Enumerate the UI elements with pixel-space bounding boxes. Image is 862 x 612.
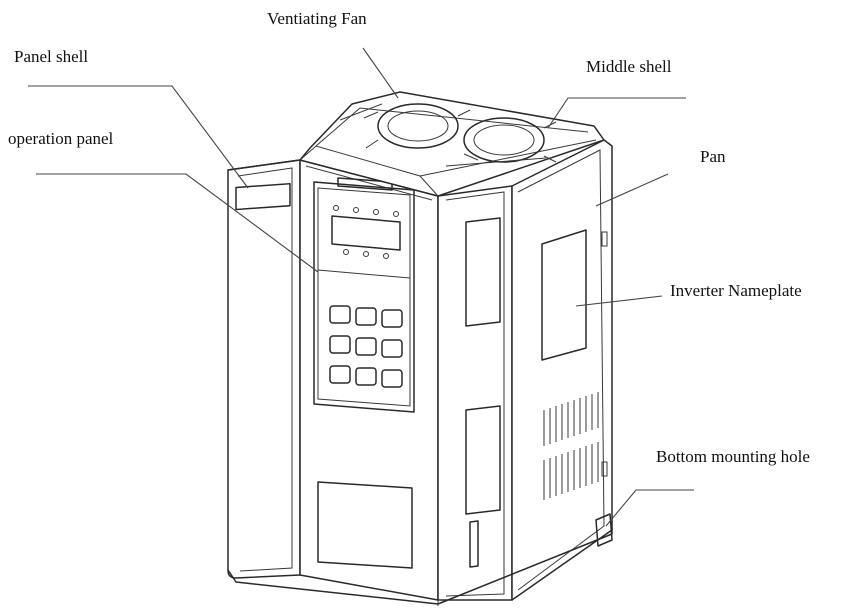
bottom-base <box>227 513 613 606</box>
leader-ventilating-fan <box>362 47 399 99</box>
label-inverter-nameplate: Inverter Nameplate <box>670 281 802 300</box>
leader-middle-shell <box>547 97 686 129</box>
label-panel-shell: Panel shell <box>14 47 88 66</box>
operation-panel-part <box>313 177 415 413</box>
label-operation-panel: operation panel <box>8 129 114 148</box>
inverter-nameplate-part <box>541 229 587 361</box>
leader-inverter-nameplate <box>575 295 663 307</box>
leader-lines <box>28 47 694 527</box>
leader-operation-panel <box>36 173 319 273</box>
bottom-mounting-hole-part <box>595 513 613 547</box>
label-pan: Pan <box>700 147 726 166</box>
vent-slots-upper <box>543 392 599 446</box>
label-ventilating-fan: Ventiating Fan <box>267 9 367 28</box>
middle-shell-part <box>437 185 513 601</box>
pan-part <box>511 139 613 601</box>
vent-slots-lower <box>543 442 599 500</box>
inverter-device <box>227 91 613 606</box>
label-bottom-mounting-hole: Bottom mounting hole <box>656 447 810 466</box>
labels: Ventiating Fan Panel shell Middle shell … <box>8 9 810 466</box>
ventilating-fan-part <box>339 103 557 167</box>
front-center-column <box>299 159 439 601</box>
leader-panel-shell <box>28 85 249 189</box>
leader-pan <box>595 173 669 207</box>
bottom-front-plate <box>317 481 413 569</box>
panel-shell-part <box>227 159 301 579</box>
leader-bottom-mounting-hole <box>605 489 694 527</box>
label-middle-shell: Middle shell <box>586 57 672 76</box>
